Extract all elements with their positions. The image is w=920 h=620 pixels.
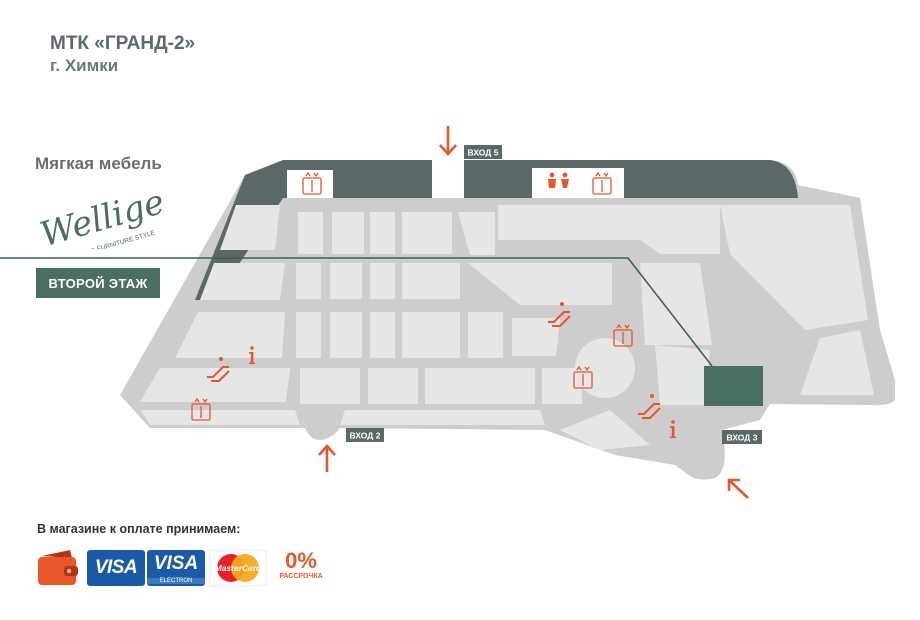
elevator-icon — [592, 171, 612, 195]
city-label: г. Химки — [50, 56, 119, 75]
elevator-icon — [302, 171, 322, 195]
entrance-5-label: ВХОД 5 — [468, 148, 499, 158]
entrance-arrow-icon — [439, 126, 457, 156]
store-location — [704, 366, 763, 406]
mastercard-card: MasterCard — [209, 550, 267, 586]
escalator-icon — [638, 394, 661, 419]
svg-text:Wellige: Wellige — [38, 183, 168, 249]
service-block-left — [287, 170, 333, 198]
installment-badge: 0% РАССРОЧКА — [276, 549, 326, 589]
service-block-right — [532, 168, 624, 198]
entrance-5-opening — [432, 160, 464, 198]
escalator-icon — [548, 302, 571, 327]
store-category: Мягкая мебель — [35, 154, 162, 173]
wallet-icon — [38, 550, 78, 585]
elevator-icon — [573, 365, 593, 389]
entrance-5-label-bg — [464, 145, 502, 159]
visa-electron-sublabel: ELECTRON — [147, 578, 205, 584]
payment-title: В магазине к оплате принимаем: — [37, 522, 241, 536]
elevator-icon — [613, 323, 633, 347]
entrance-2-label-bg — [346, 428, 384, 442]
info-icon — [670, 420, 676, 439]
toilet-icon — [548, 172, 569, 188]
route-line — [0, 257, 713, 367]
entrance-arrow-icon — [318, 444, 336, 472]
mall-title: МТК «ГРАНД-2» — [50, 33, 196, 54]
entrance-2-label: ВХОД 2 — [350, 431, 381, 441]
elevator-icon — [191, 397, 211, 421]
installment-label: РАССРОЧКА — [279, 573, 323, 580]
installment-percent: 0% — [285, 548, 317, 573]
floor-label: ВТОРОЙ ЭТАЖ — [36, 268, 160, 298]
visa-electron-card: VISA ELECTRON — [147, 550, 205, 586]
entrance-3-label: ВХОД 3 — [727, 433, 758, 443]
svg-text:MasterCard: MasterCard — [215, 563, 263, 573]
info-icon — [249, 346, 255, 365]
shop-blocks — [140, 205, 874, 450]
brand-logo: Wellige LIFE & FURNITURE STYLE — [38, 183, 168, 249]
visa-electron-label: VISA — [153, 553, 199, 574]
entrance-3-label-bg — [722, 430, 762, 444]
visa-card: VISA — [87, 550, 145, 586]
escalator-icon — [207, 357, 230, 382]
entrance-arrow-icon — [727, 478, 749, 499]
